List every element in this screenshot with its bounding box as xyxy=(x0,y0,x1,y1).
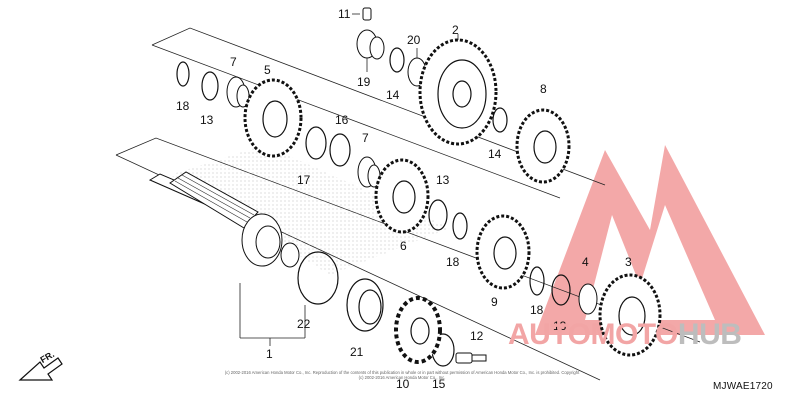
small-parts xyxy=(362,7,487,364)
callout-17: 17 xyxy=(297,173,311,187)
gear-3 xyxy=(598,273,662,357)
callout-10: 10 xyxy=(396,377,410,391)
shaft-shade xyxy=(170,145,450,275)
callout-15: 15 xyxy=(432,377,446,391)
callout-12: 12 xyxy=(470,329,484,343)
callout-5: 5 xyxy=(264,63,271,77)
callout-11: 11 xyxy=(338,7,351,21)
callout-14a: 14 xyxy=(386,88,400,102)
callout-8: 8 xyxy=(540,82,547,96)
callouts: 1 2 3 4 5 6 7 7 8 9 10 11 12 13 13 13 14… xyxy=(176,7,632,391)
gear-9 xyxy=(475,214,531,290)
gear-8 xyxy=(515,108,571,184)
callout-2: 2 xyxy=(452,23,459,37)
callout-7a: 7 xyxy=(230,55,237,69)
callout-18c: 18 xyxy=(530,303,544,317)
callout-14b: 14 xyxy=(488,147,502,161)
watermark-part2: HUB xyxy=(677,318,742,351)
gear-5 xyxy=(243,78,303,158)
front-arrow-icon xyxy=(18,357,63,381)
watermark-part1: AUTOMOTO xyxy=(508,318,678,351)
callout-3: 3 xyxy=(625,255,632,269)
diagram-code: MJWAE1720 xyxy=(713,381,773,392)
gear-6 xyxy=(374,158,430,234)
callout-18a: 18 xyxy=(176,99,190,113)
callout-1: 1 xyxy=(266,347,273,361)
callout-4: 4 xyxy=(582,255,589,269)
leader-lines xyxy=(239,13,459,346)
callout-7b: 7 xyxy=(362,131,369,145)
callout-22: 22 xyxy=(297,317,311,331)
callout-19: 19 xyxy=(357,75,371,89)
mainshaft xyxy=(148,171,300,268)
callout-9: 9 xyxy=(491,295,498,309)
gears xyxy=(243,38,662,364)
copyright-notice: (c) 2002-2016 American Honda Motor Co., … xyxy=(224,370,580,380)
gear-2 xyxy=(418,38,498,146)
callout-16: 16 xyxy=(335,113,349,127)
sprocket-10 xyxy=(394,296,442,364)
callout-6a: 6 xyxy=(400,239,407,253)
callout-13c: 13 xyxy=(553,319,567,333)
callout-21: 21 xyxy=(350,345,364,359)
callout-20: 20 xyxy=(407,33,421,47)
callout-13a: 13 xyxy=(200,113,214,127)
callout-18b: 18 xyxy=(446,255,460,269)
callout-13b: 13 xyxy=(436,173,450,187)
watermark-text: AUTOMOTOHUB xyxy=(508,318,742,352)
